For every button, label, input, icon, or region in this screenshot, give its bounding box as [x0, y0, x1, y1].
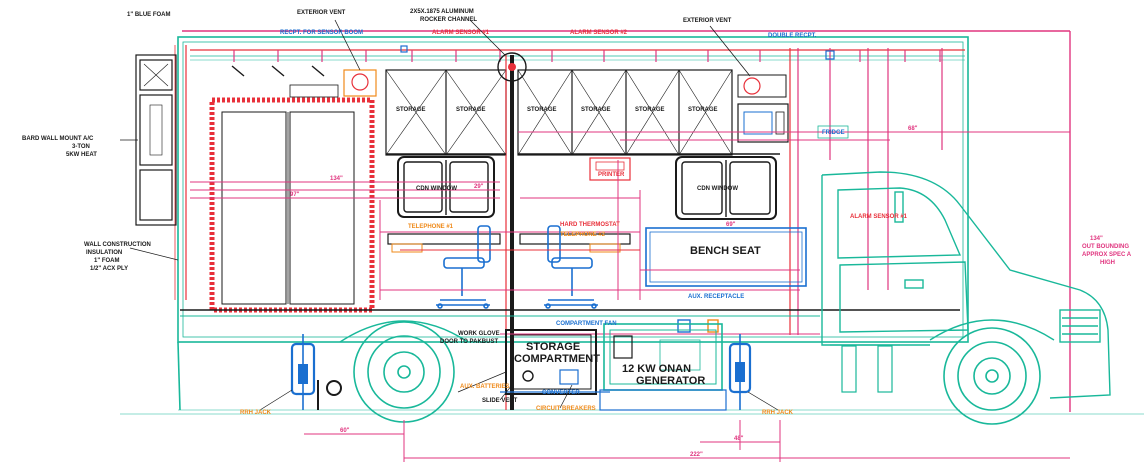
label-work-glove-line1: WORK GLOVE [458, 331, 500, 337]
label-dim-side-line4: HIGH [1100, 260, 1115, 266]
desks [380, 231, 640, 253]
label-telephone-1: TELEPHONE #1 [408, 224, 454, 230]
label-storage-3: STORAGE [527, 107, 557, 113]
ac-unit [135, 54, 177, 226]
label-alarm-sensor-1: ALARM SENSOR #1 [432, 30, 490, 36]
wall-wiring [789, 48, 943, 335]
label-jack-right: RRH JACK [762, 410, 794, 416]
roof-hooks [231, 65, 325, 77]
label-compartment-top: STORAGE [526, 341, 580, 353]
label-dim-222: 222" [690, 452, 703, 458]
label-jack-left: RRH JACK [240, 410, 272, 416]
roof-wiring [174, 30, 1071, 412]
front-jack [728, 334, 752, 410]
label-dim-side-line2: OUT BOUNDING [1082, 244, 1129, 250]
label-dim-97: 97" [290, 192, 300, 198]
dimension-lines [190, 131, 1070, 462]
label-recept-sensor: RECPT. FOR SENSOR BOOM [280, 30, 363, 36]
label-ac-line2: 3-TON [72, 144, 90, 150]
label-dim-68: 68" [908, 126, 918, 132]
label-dim-48: 48" [734, 436, 744, 442]
label-wall-line4: 1/2" ACX PLY [90, 266, 128, 272]
storage-cabinets [385, 69, 733, 156]
exterior-vent-left [289, 19, 377, 98]
label-generator-line1: 12 KW ONAN [622, 363, 691, 375]
label-compartment-bottom: COMPARTMENT [514, 353, 600, 365]
bench-receptacles [677, 319, 719, 333]
label-ac-line3: 5KW HEAT [66, 152, 97, 158]
label-storage-2: STORAGE [456, 107, 486, 113]
storage-compartment [500, 329, 610, 395]
generator [599, 323, 727, 411]
label-exterior-vent-right: EXTERIOR VENT [683, 18, 732, 24]
label-channel-bottom: ROCKER CHANNEL [420, 17, 477, 23]
label-slide-vent: SLIDE VENT [482, 398, 518, 404]
rear-wheel [339, 320, 469, 423]
label-compartment-fan: COMPARTMENT FAN [556, 321, 617, 327]
label-alarm-sensor-cab: ALARM SENSOR #1 [850, 214, 908, 220]
label-storage-1: STORAGE [396, 107, 426, 113]
label-dim-side-line1: 134" [1090, 236, 1103, 242]
double-receptacle [400, 45, 835, 60]
floor [180, 309, 960, 335]
label-circuit-breakers: CIRCUIT BREAKERS [536, 406, 596, 412]
roof-joists [233, 50, 941, 62]
label-storage-4: STORAGE [581, 107, 611, 113]
label-storage-6: STORAGE [688, 107, 718, 113]
label-telephone-2: TELEPHONE #2 [560, 232, 606, 238]
label-dim-side-line3: APPROX SPEC A [1082, 252, 1132, 258]
label-ac-line1: BARD WALL MOUNT A/C [22, 136, 94, 142]
window-left [397, 156, 495, 218]
label-channel-top: 2X5X.1875 ALUMINUM [410, 9, 474, 15]
label-window-right: CDN WINDOW [697, 186, 738, 192]
label-generator-line2: GENERATOR [636, 375, 705, 387]
leader-lines [120, 139, 779, 411]
label-printer: PRINTER [598, 172, 625, 178]
label-dim-69: 69" [726, 222, 736, 228]
body-outline [177, 36, 969, 411]
label-wall-line1: WALL CONSTRUCTION [84, 242, 151, 248]
mid-wiring [190, 139, 890, 300]
label-aux-batteries: AUX. BATTERIES [460, 384, 510, 390]
label-exterior-vent-left: EXTERIOR VENT [297, 10, 346, 16]
label-window-left: CDN WINDOW [416, 186, 457, 192]
truck-cab [821, 171, 1111, 399]
label-dim-134: 134" [330, 176, 343, 182]
label-hard-thermostat: HARD THERMOSTAT [560, 222, 620, 228]
label-dim-60: 60" [340, 428, 350, 434]
office-chair-right [544, 225, 598, 309]
labels: 1" BLUE FOAM EXTERIOR VENT 2X5X.1875 ALU… [22, 9, 1132, 458]
label-fridge: FRIDGE [822, 130, 845, 136]
printer [589, 157, 631, 181]
bench-seat [645, 227, 807, 287]
label-blue-foam: 1" BLUE FOAM [127, 12, 171, 18]
rear-jack [290, 334, 342, 410]
label-bench-seat: BENCH SEAT [690, 245, 761, 257]
cab-fenders [830, 344, 900, 393]
label-work-glove-line2: DOOR TO PAKBUST [440, 339, 498, 345]
window-right [675, 156, 777, 220]
label-wall-line3: 1" FOAM [94, 258, 120, 264]
label-aux-receptacle: AUX. RECEPTACLE [688, 294, 744, 300]
rear-door [209, 97, 375, 313]
label-converter: CONVERTER [542, 390, 580, 396]
label-alarm-sensor-2: ALARM SENSOR #2 [570, 30, 628, 36]
exterior-vent-right [709, 25, 789, 143]
label-storage-5: STORAGE [635, 107, 665, 113]
label-wall-line2: INSULATION [86, 250, 122, 256]
office-chair-left [436, 225, 491, 309]
label-dim-29: 29" [474, 184, 484, 190]
label-double-recept: DOUBLE RECPT. [768, 33, 817, 39]
front-wheel [929, 319, 1055, 425]
